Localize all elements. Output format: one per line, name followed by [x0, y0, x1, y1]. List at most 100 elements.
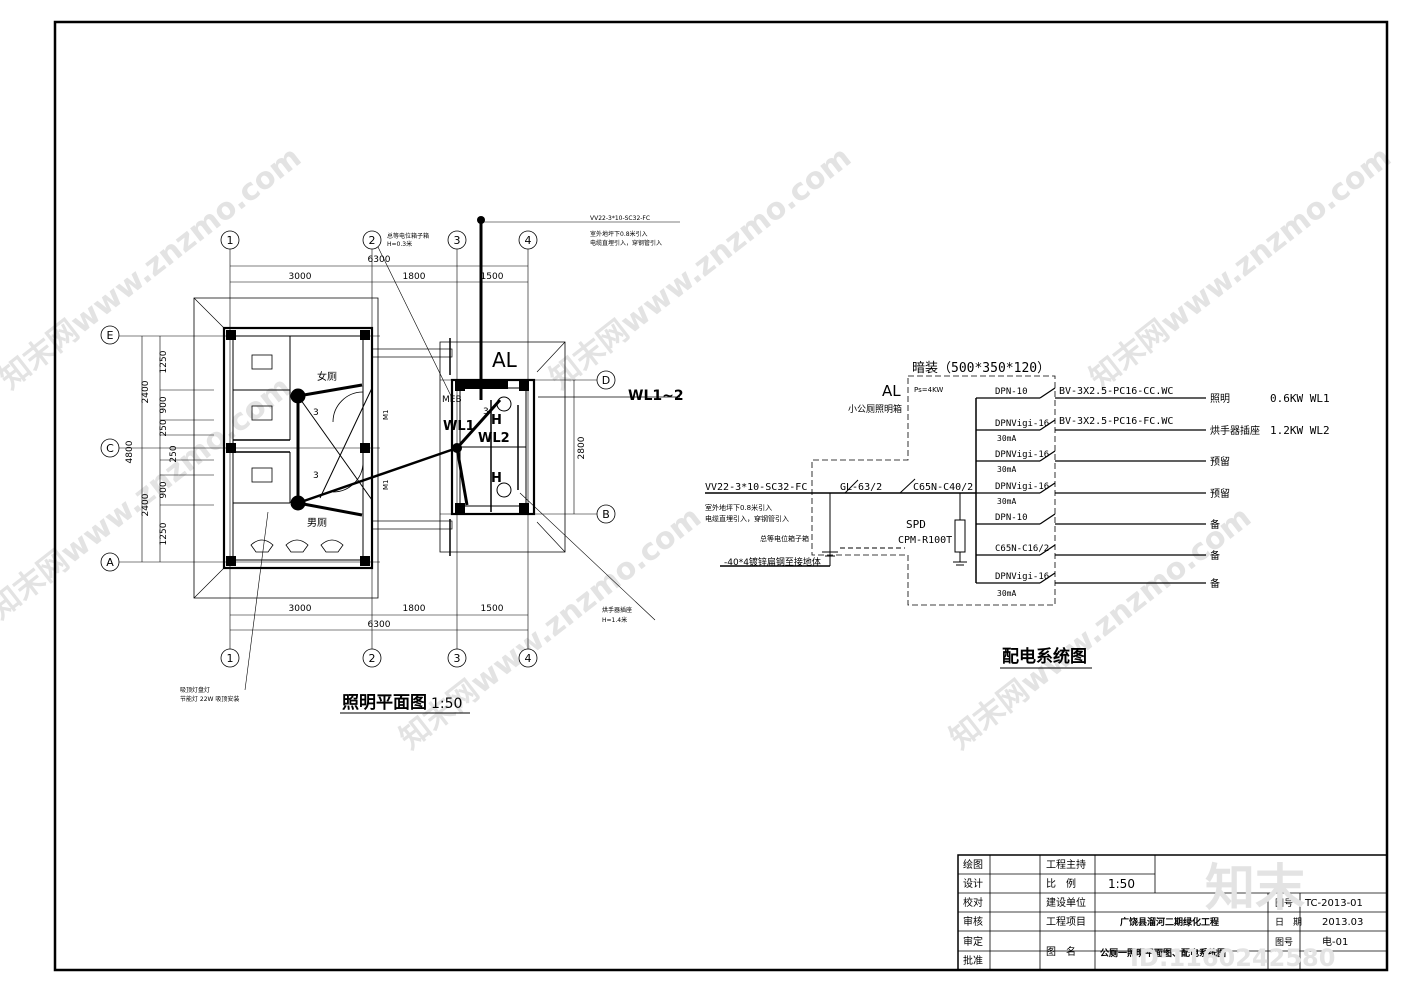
earth-bar: -40*4镀锌扁钢至接地体	[724, 556, 821, 568]
axis-number: 4	[525, 234, 532, 247]
dim-text: 900	[159, 481, 169, 498]
system-panel-desc: 小公厕照明箱	[848, 403, 902, 415]
dim-text: 250	[159, 419, 169, 436]
tb-row-label: 绘图	[963, 858, 983, 871]
tb-date-label: 日 期	[1275, 917, 1302, 928]
dim-text: 6300	[368, 620, 391, 630]
watermark-text: 知末网www.znzmo.com	[943, 500, 1258, 757]
plan-labels: AL WL1~2 WL1 WL2 MEB H H 女厕 男厕 M1 M1 3 3…	[180, 215, 684, 714]
circuit-breaker: DPNVigi-16	[995, 450, 1049, 460]
tb-row-label: 审定	[963, 935, 983, 948]
room-women: 女厕	[317, 370, 337, 383]
circuit-use: 备	[1210, 577, 1220, 590]
circuit-rcd: 30mA	[997, 434, 1016, 443]
axis-letter: D	[602, 374, 610, 387]
circuit-load: 1.2KW WL2	[1270, 424, 1330, 437]
tb-sheet-label: 图号	[1275, 937, 1293, 948]
dim-text: 900	[159, 396, 169, 413]
circuit-use: 预留	[1210, 487, 1230, 500]
tb-row-label: 批准	[963, 954, 983, 967]
main-breaker: C65N-C40/2	[913, 482, 973, 493]
axis-letter: B	[602, 508, 610, 521]
wire-count: 3	[313, 471, 319, 481]
axis-number: 2	[369, 652, 376, 665]
tb-row-label: 设计	[963, 877, 983, 890]
h-label: H	[491, 413, 502, 428]
note-text: VV22-3*10-SC32-FC	[590, 215, 650, 222]
circuit-breaker: DPNVigi-16	[995, 419, 1049, 429]
system-title: 配电系统图	[1002, 646, 1087, 667]
circuit-rcd: 30mA	[997, 589, 1016, 598]
axis-bubbles	[100, 230, 616, 668]
tb-sheet-value: 电-01	[1322, 935, 1348, 948]
sheet-border	[53, 20, 1389, 972]
circuit-cable: BV-3X2.5-PC16-CC.WC	[1059, 386, 1173, 397]
note-text: 吸顶灯盘灯	[180, 686, 210, 694]
axis-number: 3	[454, 652, 461, 665]
wire-count: 3	[483, 407, 489, 417]
note-text: H=0.3米	[387, 240, 412, 248]
circuit-use: 烘手器插座	[1210, 424, 1260, 437]
circuit-breaker: DPN-10	[995, 387, 1028, 397]
dim-text: 6300	[368, 255, 391, 265]
lighting-plan	[118, 216, 680, 691]
earth-box: 总等电位箱子箱	[760, 534, 809, 543]
axis-number: 4	[525, 652, 532, 665]
circuit-cable: BV-3X2.5-PC16-FC.WC	[1059, 416, 1173, 427]
axis-number: 2	[369, 234, 376, 247]
tb-mid-label: 工程项目	[1046, 916, 1086, 928]
spd-label: SPD	[906, 518, 926, 531]
circuit-breaker: DPN-10	[995, 513, 1028, 523]
note-text: 节能灯 22W 吸顶安装	[180, 695, 239, 703]
note-text: 电缆直埋引入，穿钢管引入	[590, 239, 662, 247]
tb-mid-label: 工程主持	[1046, 858, 1086, 871]
door-label: M1	[382, 480, 390, 491]
tb-mid-label: 图 名	[1046, 945, 1076, 958]
room-men: 男厕	[307, 517, 327, 529]
plan-dimensions: 6300 3000 1800 1500 3000 1800 1500 6300 …	[125, 255, 587, 630]
spd-model: CPM-R100T	[898, 535, 952, 546]
meb-label: MEB	[442, 395, 462, 405]
wl2-label: WL2	[478, 431, 510, 446]
watermark-id: ID:1160242580	[1130, 944, 1335, 972]
tb-project: 广饶县溜河二期绿化工程	[1120, 916, 1219, 928]
axis-letter: C	[106, 442, 114, 455]
tb-drawing-name: 公厕一照明平面图、配电系统图	[1100, 947, 1226, 959]
panel-box-size: 暗装（500*350*120）	[912, 361, 1050, 376]
circuit-use: 预留	[1210, 455, 1230, 468]
incoming-cable: VV22-3*10-SC32-FC	[705, 482, 807, 493]
dim-text: 1500	[481, 604, 504, 614]
watermark-text: 知末网www.znzmo.com	[0, 140, 308, 397]
note-text: 烘手器插座	[602, 606, 632, 614]
dim-text: 3000	[289, 604, 312, 614]
axis-letter: A	[106, 556, 114, 569]
incoming-note: 室外地坪下0.8米引入	[705, 503, 772, 512]
axis-number: 3	[454, 234, 461, 247]
watermark-text: 知末网www.znzmo.com	[393, 500, 708, 757]
incoming-note: 电缆直埋引入，穿钢管引入	[705, 514, 789, 523]
watermark-text: 知末网www.znzmo.com	[1083, 140, 1398, 397]
circuit-rcd: 30mA	[997, 465, 1016, 474]
tb-number-value: TC-2013-01	[1304, 898, 1363, 909]
circuit-breaker: DPNVigi-16	[995, 572, 1049, 582]
circuit-breaker: DPNVigi-16	[995, 482, 1049, 492]
wire-count: 3	[313, 408, 319, 418]
dim-text: 2800	[577, 436, 587, 459]
tb-scale-value: 1:50	[1108, 877, 1135, 891]
axis-letter: E	[107, 329, 114, 342]
tb-mid-label: 比 例	[1046, 877, 1076, 890]
watermark-logo: 知末	[1205, 859, 1305, 917]
dim-text: 1800	[403, 272, 426, 282]
main-isolator: GL-63/2	[840, 482, 882, 493]
panel-label: AL	[492, 348, 518, 372]
system-panel: AL	[882, 382, 901, 400]
watermark-text: 知末网www.znzmo.com	[543, 140, 858, 397]
note-text: H=1.4米	[602, 616, 627, 624]
watermark-overlay: 知末 ID:1160242580	[1130, 859, 1335, 972]
axis-labels: 1 2 3 4 1 2 3 4 E C A D B	[106, 234, 610, 665]
distribution-system	[705, 375, 1206, 606]
system-ps: Ps=4KW	[914, 386, 943, 394]
title-block	[957, 854, 1388, 971]
